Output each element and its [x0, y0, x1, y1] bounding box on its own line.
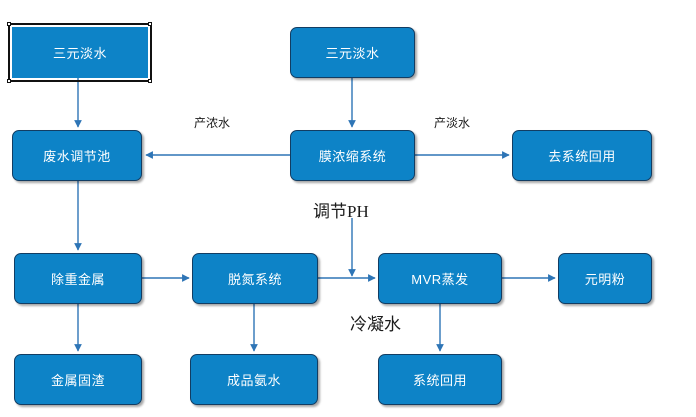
edge-label-permeate-water: 产淡水	[434, 116, 471, 130]
node-reuse-to-system[interactable]: 去系统回用	[512, 130, 652, 181]
node-heavy-metal-removal[interactable]: 除重金属	[14, 253, 142, 304]
node-mvr-evaporation[interactable]: MVR蒸发	[378, 253, 502, 304]
node-label: 脱氮系统	[227, 272, 282, 287]
edge-label-concentrate-water: 产浓水	[194, 116, 231, 130]
selection-handle-se[interactable]	[148, 79, 152, 83]
node-label: 元明粉	[584, 272, 626, 287]
node-label: 三元淡水	[52, 46, 107, 61]
node-label: 三元淡水	[325, 46, 380, 61]
annotation-adjust-ph: 调节PH	[313, 202, 369, 221]
node-label: 除重金属	[50, 272, 105, 287]
selection-handle-ne[interactable]	[148, 22, 152, 26]
node-fresh-water-1[interactable]: 三元淡水	[12, 27, 148, 78]
node-ammonia-product[interactable]: 成品氨水	[190, 354, 318, 405]
node-metal-residue[interactable]: 金属固渣	[14, 354, 142, 405]
selection-handle-sw[interactable]	[7, 79, 11, 83]
node-label: 系统回用	[412, 373, 467, 388]
node-label: 成品氨水	[226, 373, 281, 388]
annotation-condensate-water: 冷凝水	[350, 315, 401, 334]
node-wastewater-tank[interactable]: 废水调节池	[12, 130, 142, 181]
node-label: 去系统回用	[548, 149, 616, 164]
node-sodium-sulfate[interactable]: 元明粉	[558, 253, 652, 304]
node-membrane-concentration[interactable]: 膜浓缩系统	[290, 130, 415, 181]
node-denitrification[interactable]: 脱氮系统	[192, 253, 318, 304]
node-label: 金属固渣	[50, 373, 105, 388]
node-system-reuse[interactable]: 系统回用	[378, 354, 502, 405]
node-label: 膜浓缩系统	[318, 149, 387, 164]
node-fresh-water-2[interactable]: 三元淡水	[290, 27, 415, 78]
node-label: MVR蒸发	[411, 272, 469, 287]
selection-handle-nw[interactable]	[7, 22, 11, 26]
node-label: 废水调节池	[43, 149, 111, 164]
